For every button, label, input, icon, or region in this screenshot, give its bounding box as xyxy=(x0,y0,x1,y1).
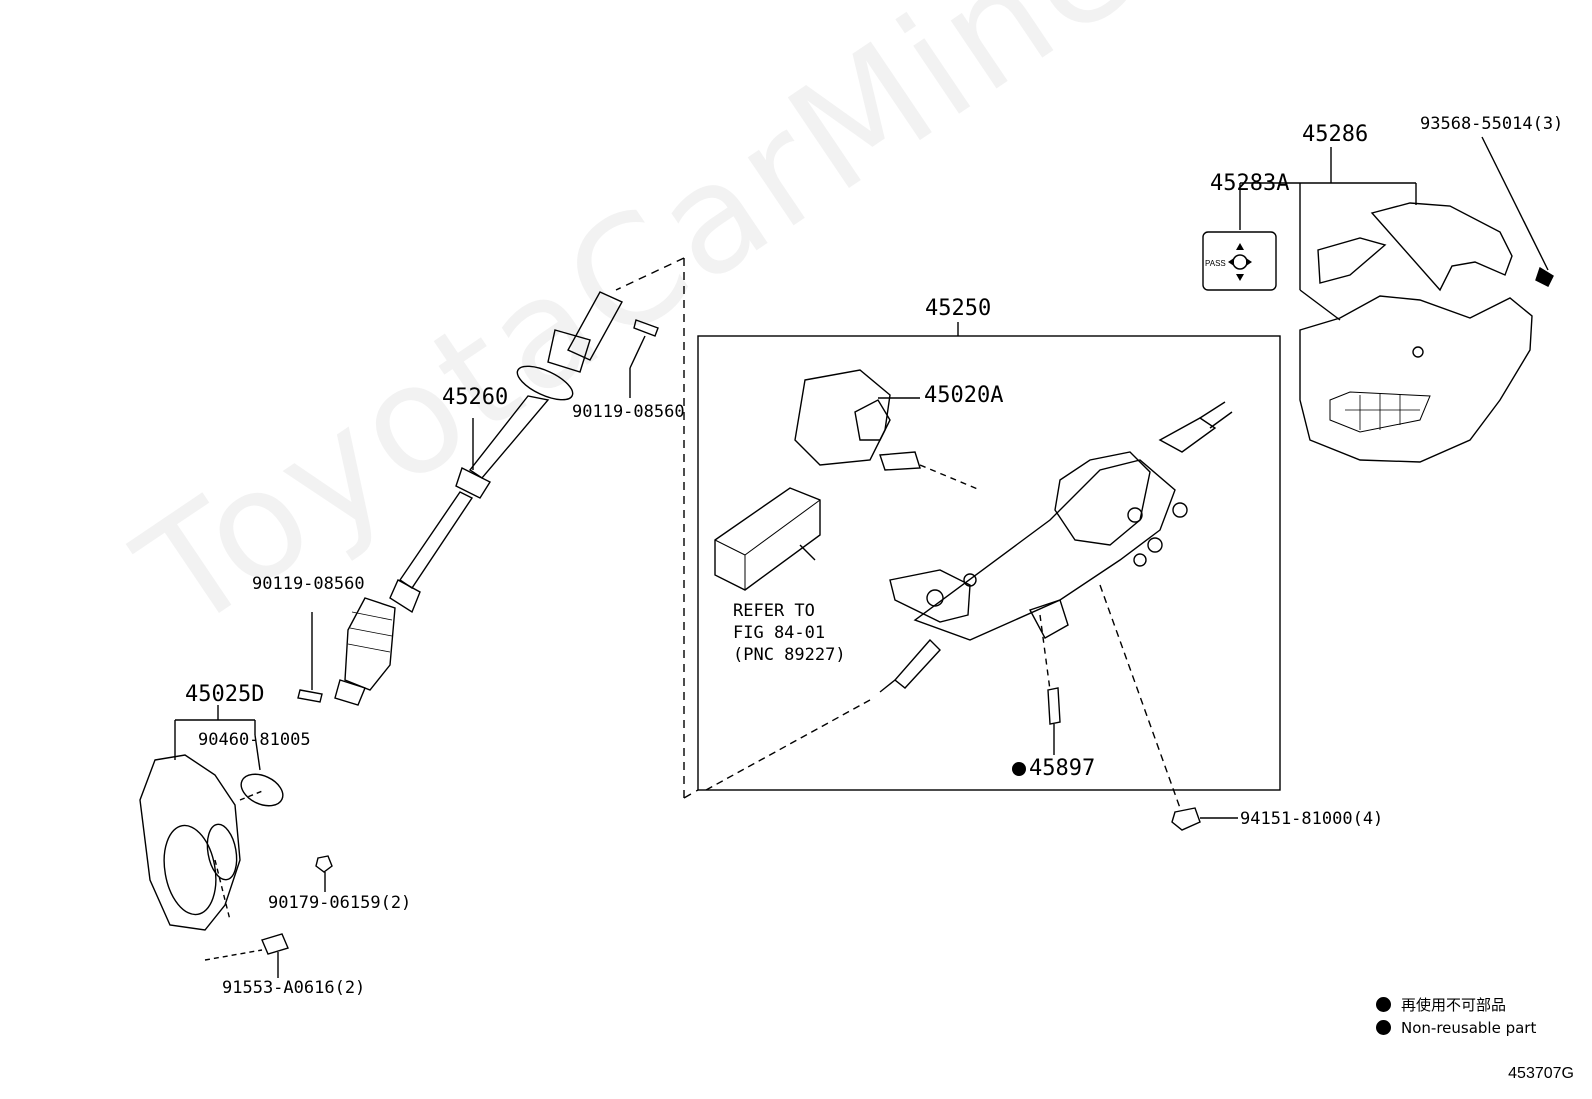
label-90119-top: 90119-08560 xyxy=(572,402,685,422)
boot xyxy=(344,597,396,691)
lower-column-cover xyxy=(1299,295,1533,463)
label-45897: 45897 xyxy=(1012,757,1095,781)
non-reusable-dot xyxy=(1012,762,1026,776)
label-45250: 45250 xyxy=(925,296,992,321)
ecu-module xyxy=(714,487,821,591)
steering-lock-45020A xyxy=(794,369,891,466)
legend-dot-icon xyxy=(1376,1020,1391,1035)
upper-column-cover xyxy=(1370,202,1513,292)
bolt-45897 xyxy=(1047,687,1061,725)
refer-line-3: (PNC 89227) xyxy=(733,645,846,665)
label-90179: 90179-06159(2) xyxy=(268,893,412,913)
switch-45283A xyxy=(1202,231,1277,291)
nut-94151 xyxy=(1171,807,1201,831)
column-mount xyxy=(889,569,971,623)
label-90119-left: 90119-08560 xyxy=(252,574,365,594)
refer-line-2: FIG 84-01 xyxy=(733,623,826,643)
bolt-91553 xyxy=(261,933,289,955)
label-45020A: 45020A xyxy=(924,383,1004,408)
switch-icon-pass: PASS xyxy=(1205,259,1226,268)
legend-en: Non-reusable part xyxy=(1401,1019,1537,1037)
label-91553: 91553-A0616(2) xyxy=(222,978,366,998)
firewall-boot-plate xyxy=(139,754,241,931)
shaft-yoke-upper xyxy=(567,291,623,361)
nut-90179 xyxy=(315,855,333,873)
legend-en-row: Non-reusable part xyxy=(1376,1019,1536,1044)
dimmer-switch-icon: PASS xyxy=(1205,243,1252,281)
legend-dot-icon xyxy=(1376,997,1391,1012)
legend-jp: 再使用不可部品 xyxy=(1401,996,1507,1014)
legend: 再使用不可部品 Non-reusable part xyxy=(1376,994,1536,1044)
label-45897-text: 45897 xyxy=(1029,756,1096,781)
label-45260: 45260 xyxy=(442,385,509,410)
label-45025D: 45025D xyxy=(185,682,265,707)
label-90460: 90460-81005 xyxy=(198,730,311,750)
assembly-45250-frame xyxy=(697,335,1281,791)
label-93568: 93568-55014(3) xyxy=(1420,114,1564,134)
label-45283A: 45283A xyxy=(1210,171,1290,196)
column-tube xyxy=(913,459,1176,641)
refer-line-1: REFER TO xyxy=(733,601,815,621)
label-94151: 94151-81000(4) xyxy=(1240,809,1384,829)
legend-jp-row: 再使用不可部品 xyxy=(1376,994,1536,1019)
figure-number: 453707G xyxy=(1508,1065,1574,1082)
clamp-90460 xyxy=(240,773,284,807)
label-45286: 45286 xyxy=(1302,122,1369,147)
